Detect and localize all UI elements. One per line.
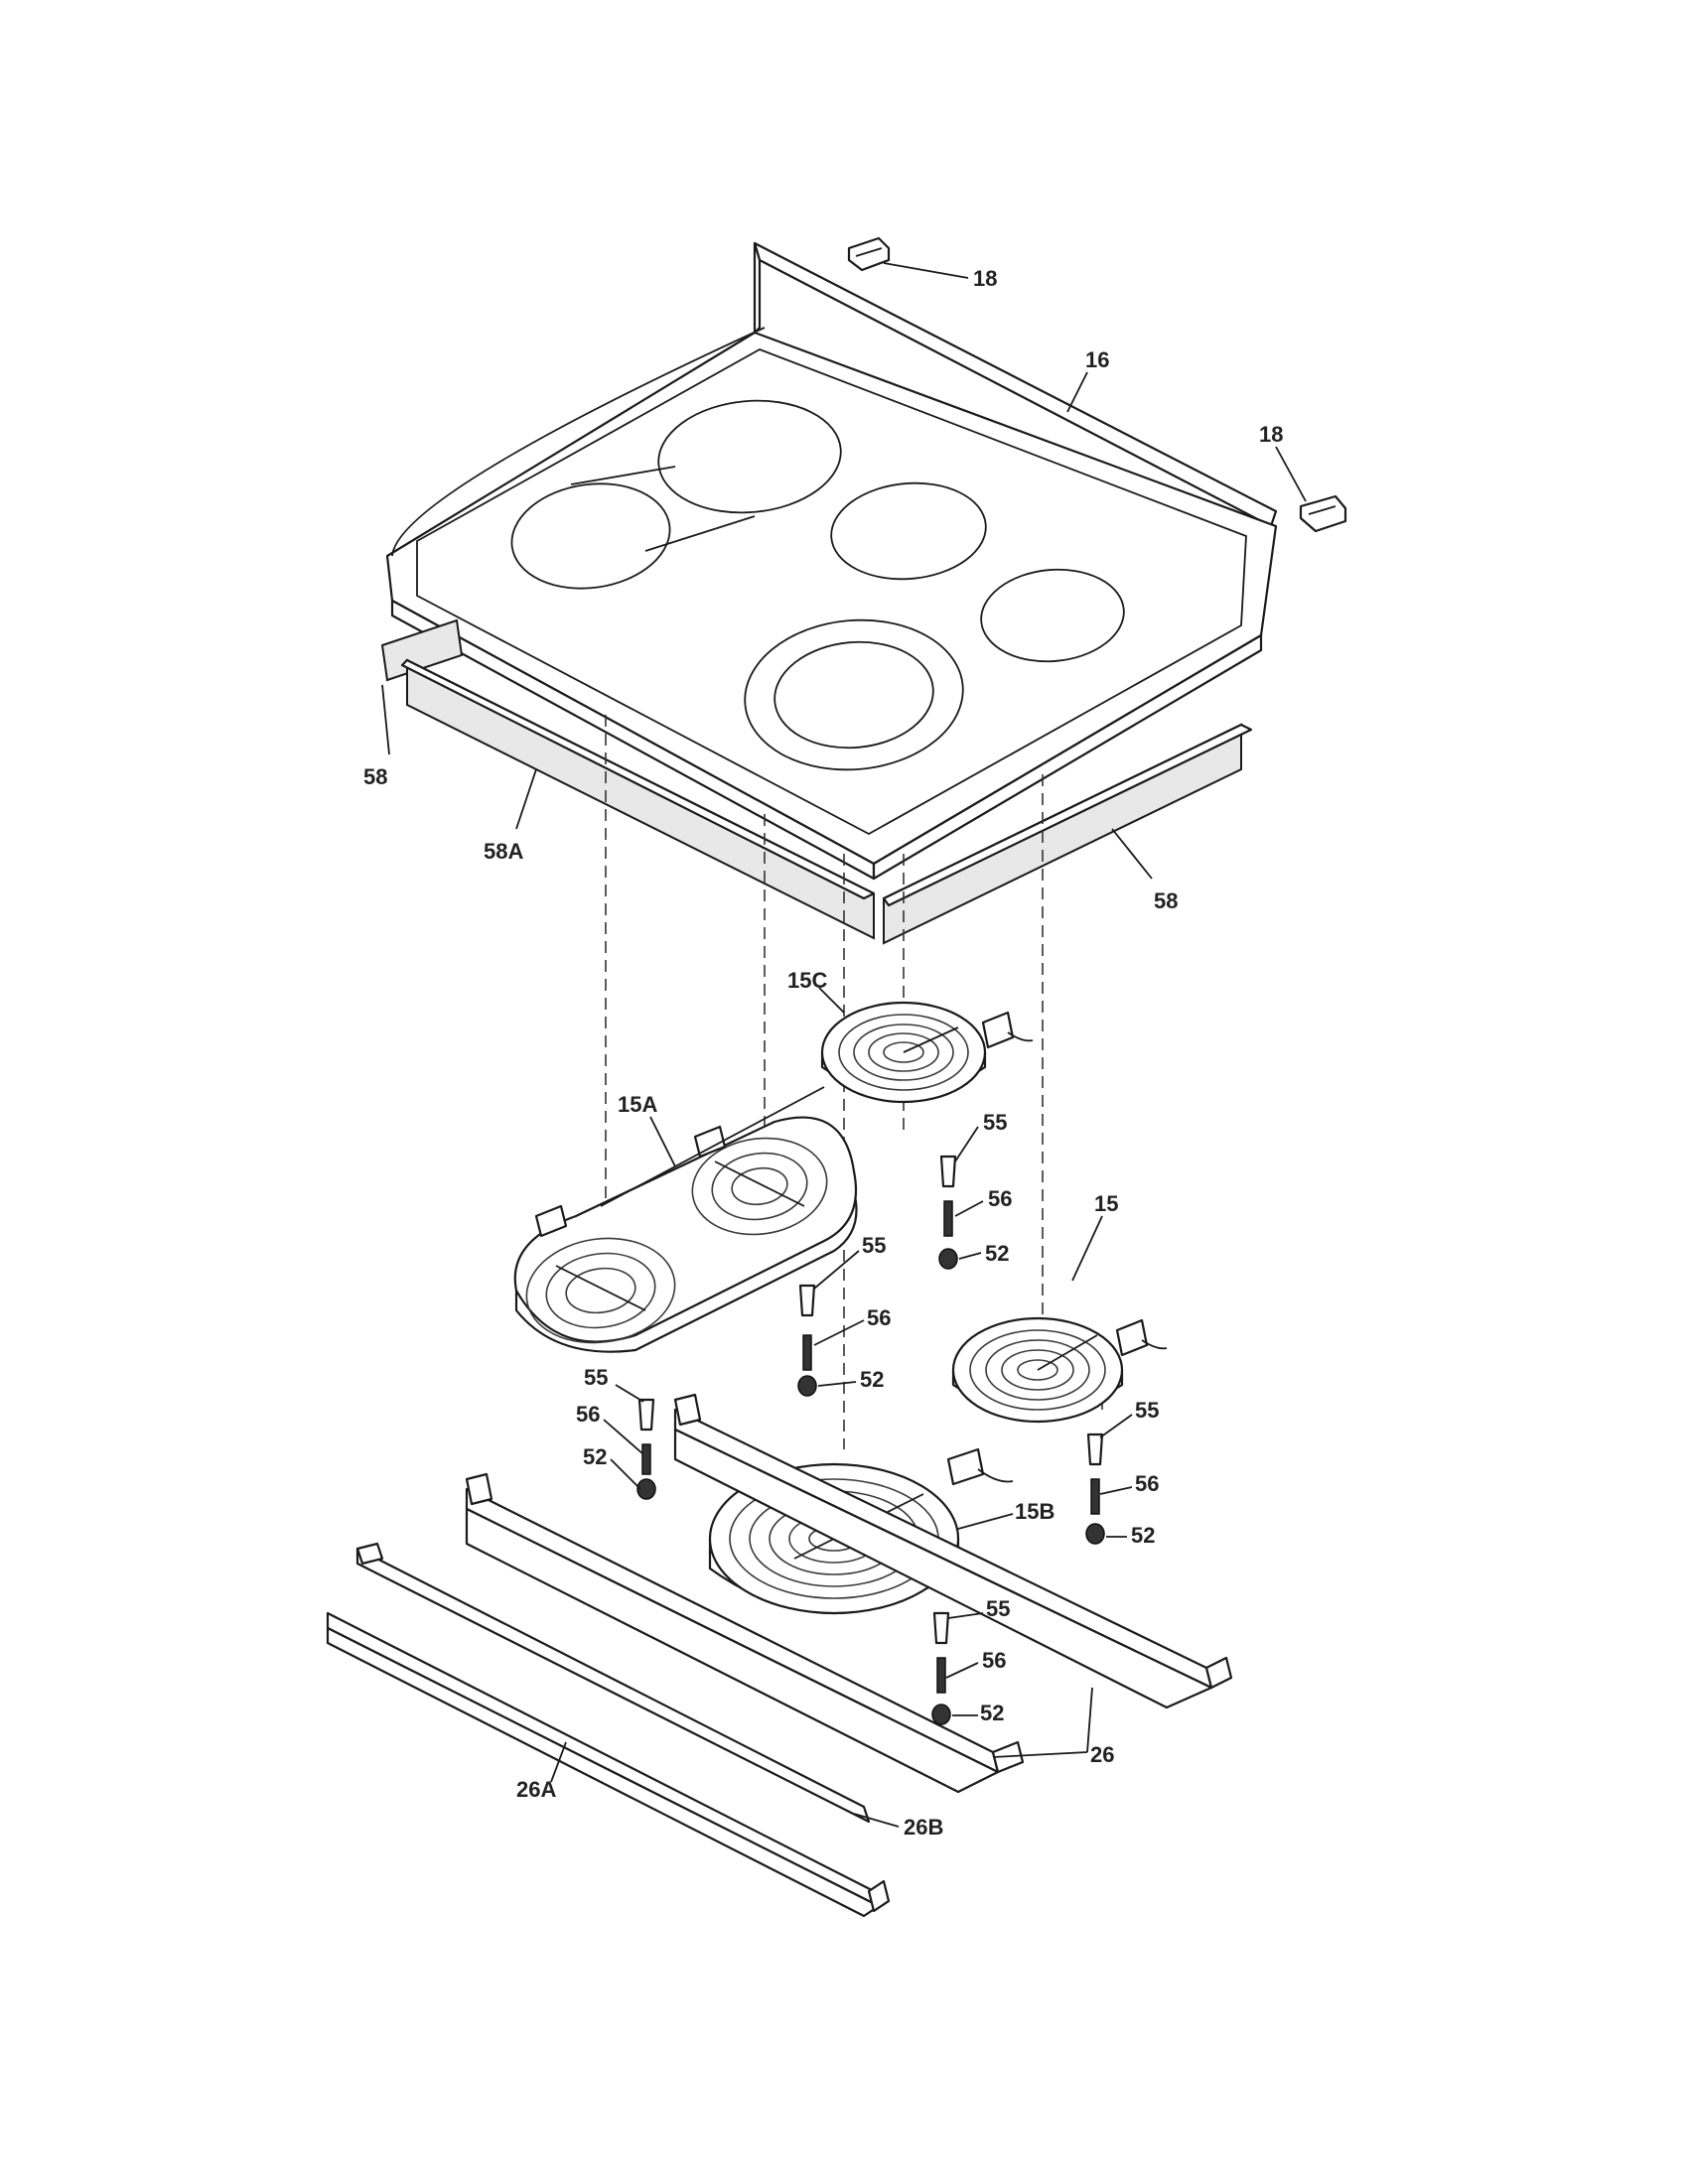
fastener-set-15A-middle[interactable]	[797, 1284, 817, 1397]
label-52-15C: 52	[985, 1241, 1009, 1266]
label-55-15B: 55	[986, 1596, 1010, 1621]
label-58-left: 58	[363, 764, 387, 789]
label-56-15B: 56	[982, 1648, 1006, 1673]
label-55-left: 55	[584, 1365, 608, 1390]
label-55-15C: 55	[983, 1110, 1007, 1135]
label-16: 16	[1085, 347, 1109, 372]
label-52-left: 52	[583, 1444, 607, 1469]
label-52-15B: 52	[980, 1701, 1004, 1725]
fastener-set-15C[interactable]	[938, 1155, 958, 1270]
label-26A: 26A	[516, 1777, 556, 1802]
bracket-18-right[interactable]	[1299, 494, 1347, 533]
insulation-strip-58-right[interactable]	[882, 723, 1253, 945]
label-26B: 26B	[904, 1815, 943, 1840]
label-15C: 15C	[787, 968, 827, 993]
label-55-middle: 55	[862, 1233, 886, 1258]
label-52-15: 52	[1131, 1523, 1155, 1548]
label-56-15: 56	[1135, 1471, 1159, 1496]
label-15A: 15A	[618, 1092, 657, 1117]
label-58A: 58A	[484, 839, 523, 864]
label-15: 15	[1094, 1191, 1118, 1216]
label-18-top: 18	[973, 266, 997, 291]
label-55-15: 55	[1135, 1398, 1159, 1423]
label-56-15C: 56	[988, 1186, 1012, 1211]
trim-strip-58A-front[interactable]	[400, 658, 876, 940]
fastener-set-15A-left[interactable]	[636, 1398, 656, 1500]
cooktop-top-16[interactable]	[385, 241, 1278, 881]
label-52-middle: 52	[860, 1367, 884, 1392]
surface-element-15[interactable]	[951, 1316, 1168, 1424]
support-rail-26B[interactable]	[355, 1542, 871, 1824]
label-18-right: 18	[1259, 422, 1283, 447]
surface-element-15C[interactable]	[820, 1001, 1034, 1104]
fastener-set-15[interactable]	[1085, 1433, 1105, 1545]
label-58-right: 58	[1154, 888, 1178, 913]
label-56-left: 56	[576, 1402, 600, 1427]
surface-element-15A[interactable]	[513, 1086, 858, 1353]
support-rail-26-front[interactable]	[465, 1472, 1025, 1794]
part-labels: 18 16 18 58 58A 58 15C 15A 55 56 52 15 5…	[363, 266, 1283, 1840]
label-15B: 15B	[1015, 1499, 1055, 1524]
fastener-set-15B[interactable]	[931, 1611, 951, 1725]
leader-lines	[381, 262, 1307, 1828]
label-26: 26	[1090, 1742, 1114, 1767]
support-rail-26A[interactable]	[326, 1611, 891, 1918]
label-56-middle: 56	[867, 1305, 891, 1330]
support-rail-26-back[interactable]	[673, 1393, 1233, 1709]
bracket-18-top[interactable]	[847, 236, 891, 272]
